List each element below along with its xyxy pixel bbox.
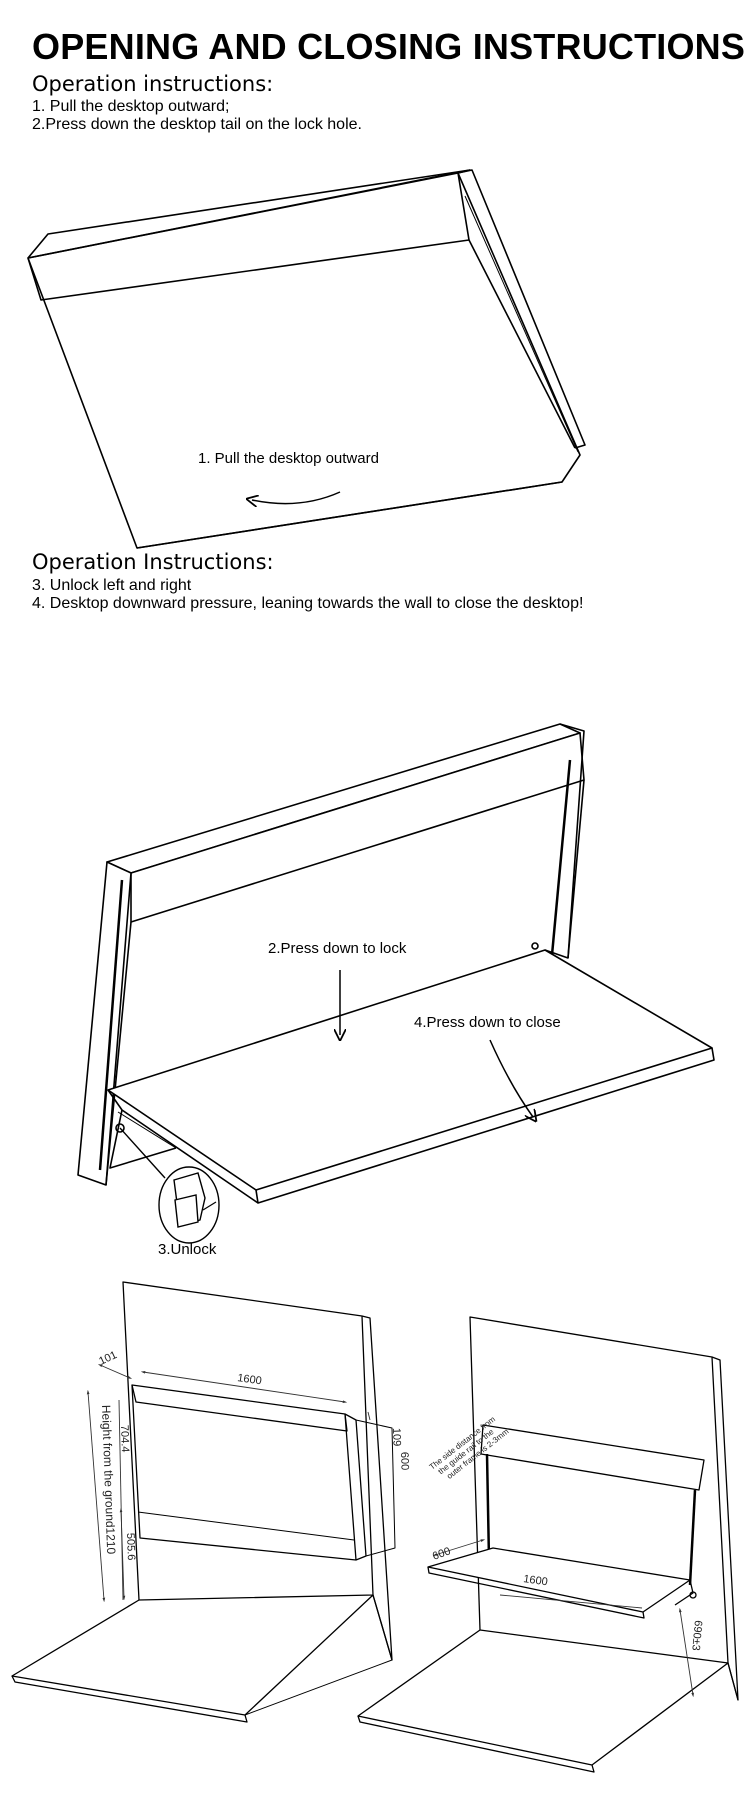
dim-lower: 505.6 (124, 1533, 137, 1561)
dimension-lines-left (86, 1364, 371, 1603)
arrow-curved-left-icon (252, 491, 341, 504)
dimension-figure-right (357, 1316, 739, 1773)
dimension-figure-left (11, 1281, 396, 1723)
press-close-label: 4.Press down to close (414, 1014, 561, 1031)
dim-depth-right: 600 (431, 1545, 452, 1563)
pull-outward-label: 1. Pull the desktop outward (198, 450, 379, 467)
section1-line-2: 2.Press down the desktop tail on the loc… (32, 116, 362, 133)
unlock-label: 3.Unlock (158, 1241, 217, 1258)
dim-height: 704.4 (118, 1425, 131, 1453)
section2-line-2: 4. Desktop downward pressure, leaning to… (32, 595, 584, 612)
dim-width-left: 1600 (237, 1372, 263, 1387)
section1-heading: Operation instructions: (32, 72, 274, 96)
section2-heading: Operation Instructions: (32, 550, 274, 574)
lock-detail-icon (119, 1127, 220, 1244)
dim-depth-2: 600 (398, 1452, 411, 1471)
press-lock-label: 2.Press down to lock (268, 940, 407, 957)
closed-desk-figure (27, 169, 586, 549)
dim-depth-1: 109 (390, 1428, 403, 1447)
page-title: OPENING AND CLOSING INSTRUCTIONS (32, 26, 746, 67)
arrow-curved-down-icon (489, 1039, 533, 1117)
dim-top-offset: 101 (97, 1349, 119, 1368)
dim-width-right: 1600 (523, 1573, 549, 1588)
dim-table-height: 690±3 (689, 1620, 704, 1651)
section2-line-1: 3. Unlock left and right (32, 577, 192, 594)
height-from-ground-label: Height from the ground1210 (99, 1405, 118, 1555)
dimension-lines-right (432, 1539, 694, 1698)
section1-line-1: 1. Pull the desktop outward; (32, 98, 230, 115)
open-desk-figure (77, 723, 715, 1204)
